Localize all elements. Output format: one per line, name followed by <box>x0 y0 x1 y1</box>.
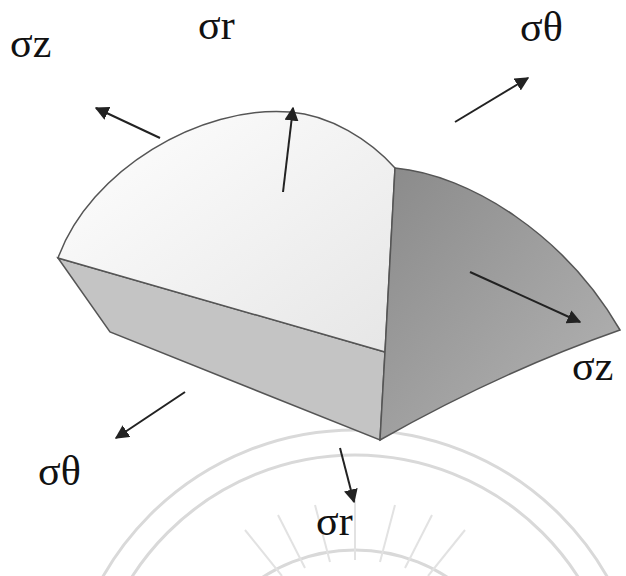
stress-arrow <box>455 78 528 122</box>
stress-arrow <box>283 108 293 192</box>
stress-arrow <box>116 392 185 438</box>
stress-label: σθ <box>38 450 81 492</box>
stress-arrow <box>470 272 580 322</box>
stress-arrow <box>340 448 354 502</box>
stress-label: σθ <box>520 6 563 48</box>
watermark-seal <box>65 430 626 576</box>
section-face <box>380 168 620 440</box>
watermark-rays <box>245 500 465 576</box>
stress-label: σr <box>316 500 353 542</box>
stress-label: σz <box>10 22 51 64</box>
stress-label: σz <box>572 345 613 387</box>
stress-arrow <box>96 108 160 138</box>
stress-label: σr <box>198 4 235 46</box>
curved-top-face <box>58 111 395 352</box>
